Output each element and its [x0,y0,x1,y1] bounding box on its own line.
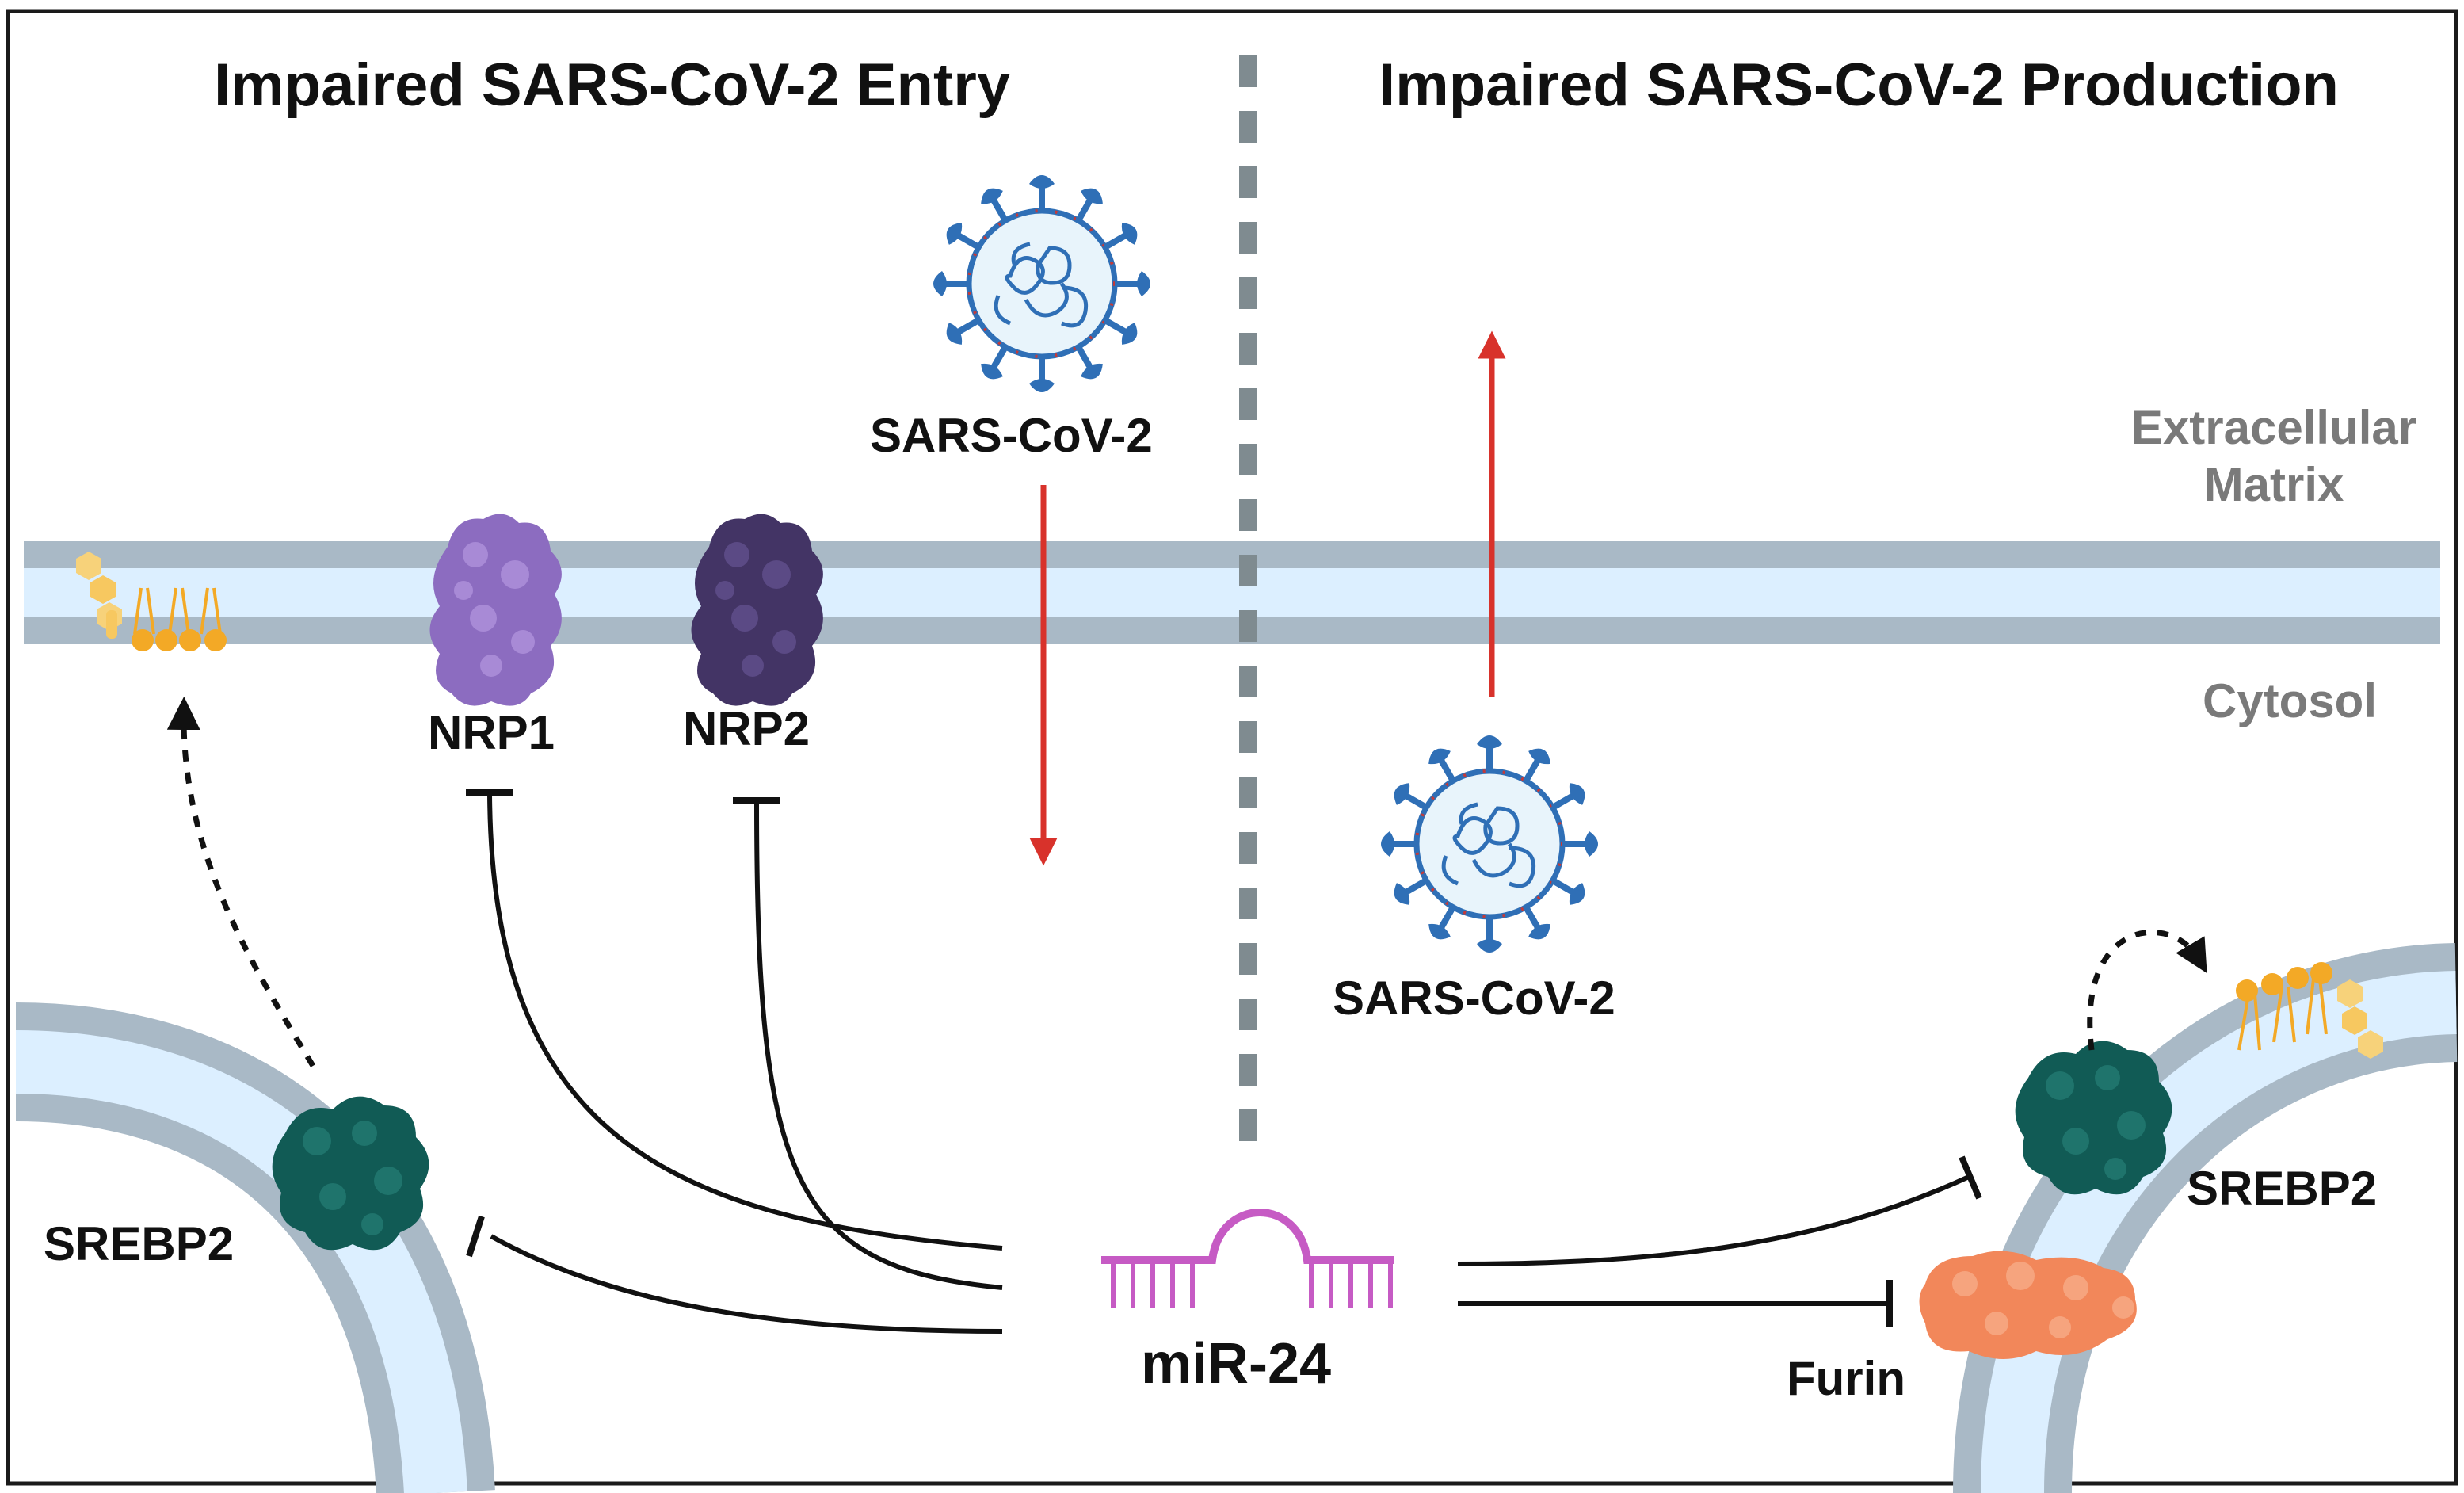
region-extracellular-line1: Extracellular [2130,401,2417,454]
cholesterol-lipids-right [2236,962,2383,1059]
region-extracellular-line2: Matrix [2203,458,2344,511]
figure-frame [6,9,2458,1486]
nrp2-label: NRP2 [683,702,811,755]
nrp1-protein [429,514,562,706]
panel-title-entry: Impaired SARS-CoV-2 Entry [214,52,1011,119]
srebp2-protein-left [272,1096,429,1251]
plasma-membrane [24,541,2440,644]
sars-cov-2-virus-right [1381,735,1598,953]
cholesterol-transport-arrow-right [2087,929,2207,1051]
cholesterol-lipids-left [76,552,227,651]
nrp1-label: NRP1 [428,706,555,759]
panel-title-production: Impaired SARS-CoV-2 Production [1379,52,2339,119]
virus-label-left: SARS-CoV-2 [870,409,1153,462]
region-cytosol: Cytosol [2202,674,2378,727]
inhibition-bar-srebp2-right [1959,1155,1982,1200]
inhibition-srebp2-right [1457,1174,1970,1266]
furin-label: Furin [1787,1352,1905,1405]
srebp2-label-left: SREBP2 [44,1217,235,1270]
inhibition-nrp1 [487,792,1003,1251]
srebp2-protein-right [2015,1041,2172,1195]
mirna-hairpin-icon [1101,1209,1394,1308]
region-extracellular: Extracellular Matrix [2107,404,2440,509]
nrp2-protein [691,514,823,706]
srebp2-label-right: SREBP2 [2187,1162,2378,1215]
sars-cov-2-virus-left [933,175,1150,392]
inhibition-bar-srebp2-left [466,1215,485,1258]
cholesterol-transport-arrow-left [166,697,316,1067]
furin-protein [1919,1251,2137,1359]
inhibition-srebp2-left [490,1234,1003,1334]
inhibition-nrp2 [754,800,1003,1290]
mirna-label: miR-24 [1141,1332,1332,1396]
virus-label-right: SARS-CoV-2 [1333,972,1615,1025]
